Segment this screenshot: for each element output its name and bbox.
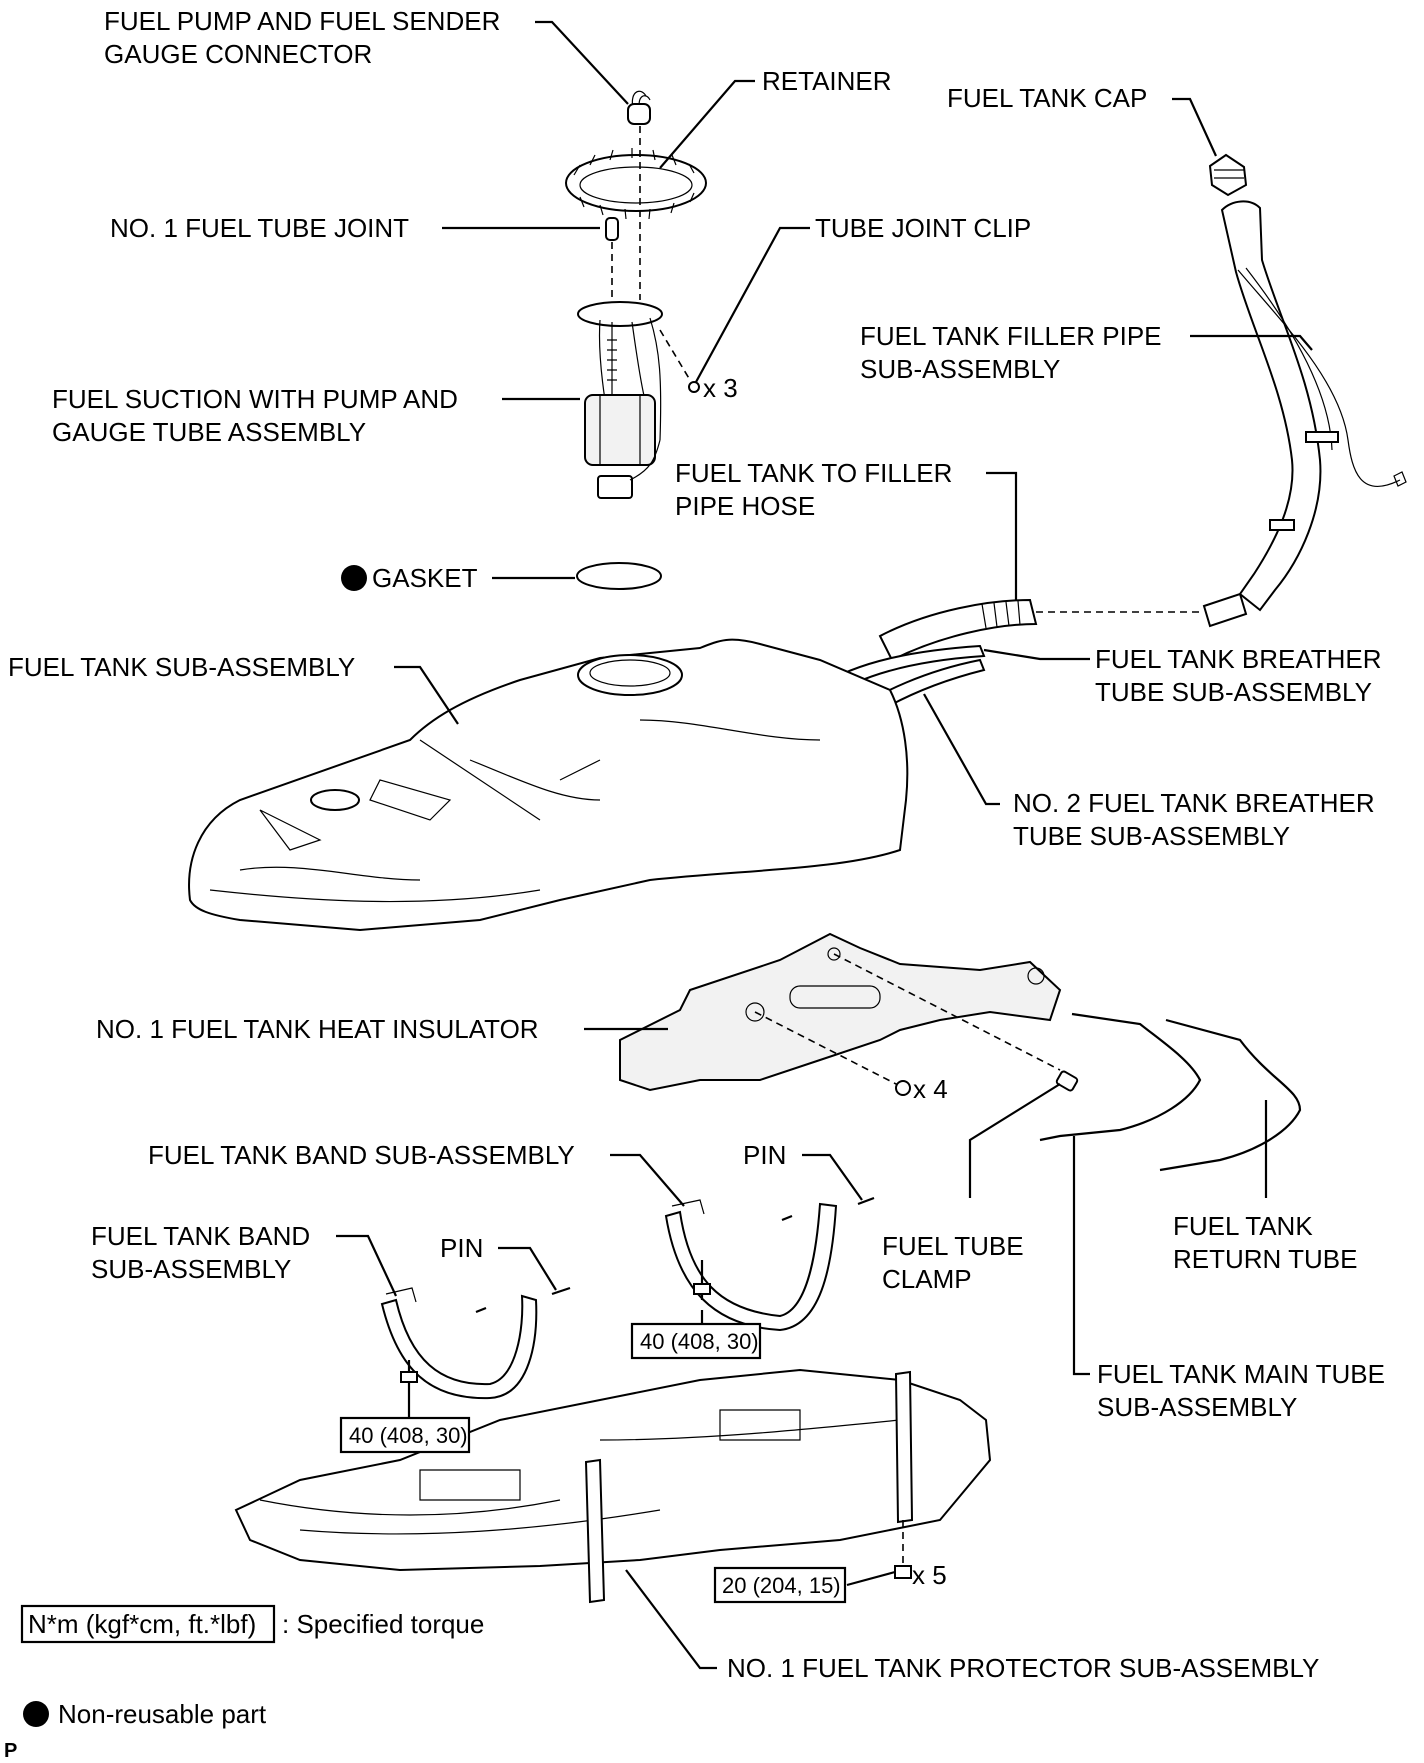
- fuel-tank-protector-part: [234, 1368, 992, 1604]
- label-band-upper: FUEL TANK BAND SUB-ASSEMBLY: [148, 1140, 575, 1170]
- label-fuel-tank: FUEL TANK SUB-ASSEMBLY: [8, 652, 355, 682]
- label-fuel-tube-clamp-1: FUEL TUBE: [882, 1231, 1024, 1261]
- label-fuel-tank-cap: FUEL TANK CAP: [947, 83, 1147, 113]
- fuel-tube-clamp-part: [1055, 1070, 1079, 1092]
- legend-torque-text: : Specified torque: [282, 1609, 484, 1639]
- fuel-tank-part: [188, 638, 909, 932]
- label-fuel-tube-clamp-2: CLAMP: [882, 1264, 972, 1294]
- assembly-line-insulator-1: [754, 1011, 901, 1087]
- label-heat-insulator: NO. 1 FUEL TANK HEAT INSULATOR: [96, 1014, 539, 1044]
- label-fuel-pump-connector-2: GAUGE CONNECTOR: [104, 39, 372, 69]
- band-bolt-upper: [693, 1260, 711, 1300]
- fuel-tank-band-upper-part: [664, 1199, 838, 1332]
- label-no2-breather-tube-1: NO. 2 FUEL TANK BREATHER: [1013, 788, 1375, 818]
- torque-box-band-right: 40 (408, 30): [630, 1322, 762, 1360]
- label-return-tube-1: FUEL TANK: [1173, 1211, 1313, 1241]
- label-pin-lower: PIN: [440, 1233, 483, 1263]
- leader-lines: [336, 20, 1313, 1670]
- label-breather-tube-1: FUEL TANK BREATHER: [1095, 644, 1382, 674]
- label-pin-upper: PIN: [743, 1140, 786, 1170]
- fuel-return-tube-part: [1159, 1018, 1302, 1172]
- tube-joint-clip-part: [688, 381, 700, 393]
- label-gasket: GASKET: [372, 563, 478, 593]
- label-band-lower-1: FUEL TANK BAND: [91, 1221, 310, 1251]
- label-filler-hose-2: PIPE HOSE: [675, 491, 815, 521]
- legend-non-reusable-text: Non-reusable part: [58, 1699, 267, 1729]
- no1-fuel-tube-joint-part: [605, 217, 619, 241]
- label-tube-joint-clip-qty: x 3: [703, 373, 738, 403]
- assembly-line-clip: [659, 329, 691, 381]
- corner-mark: P: [4, 1740, 17, 1762]
- label-fuel-suction-2: GAUGE TUBE ASSEMBLY: [52, 417, 366, 447]
- filler-hose-part: [878, 598, 1038, 662]
- label-filler-pipe-2: SUB-ASSEMBLY: [860, 354, 1060, 384]
- band-bolt-lower: [400, 1360, 418, 1410]
- pin-upper-part: [857, 1196, 875, 1206]
- label-main-tube-1: FUEL TANK MAIN TUBE: [1097, 1359, 1385, 1389]
- label-fuel-suction-1: FUEL SUCTION WITH PUMP AND: [52, 384, 458, 414]
- svg-text:20 (204, 15): 20 (204, 15): [722, 1573, 841, 1598]
- label-main-tube-2: SUB-ASSEMBLY: [1097, 1392, 1297, 1422]
- label-return-tube-2: RETURN TUBE: [1173, 1244, 1357, 1274]
- fuel-main-tube-part: [1039, 1012, 1202, 1142]
- label-fuel-pump-connector-1: FUEL PUMP AND FUEL SENDER: [104, 6, 500, 36]
- non-reusable-icon: [341, 565, 367, 591]
- heat-insulator-part: [619, 932, 1062, 1092]
- assembly-line-insulator-2: [833, 953, 1061, 1071]
- label-filler-hose-1: FUEL TANK TO FILLER: [675, 458, 952, 488]
- torque-box-protector: 20 (204, 15): [713, 1566, 847, 1604]
- fuel-pump-connector-part: [627, 90, 651, 125]
- legend-torque: N*m (kgf*cm, ft.*lbf) : Specified torque: [20, 1604, 484, 1644]
- label-filler-pipe-1: FUEL TANK FILLER PIPE: [860, 321, 1162, 351]
- non-reusable-legend-icon: [23, 1701, 49, 1727]
- torque-box-band-left: 40 (408, 30): [339, 1416, 471, 1454]
- retainer-part: [565, 148, 707, 220]
- label-no2-breather-tube-2: TUBE SUB-ASSEMBLY: [1013, 821, 1290, 851]
- label-band-lower-2: SUB-ASSEMBLY: [91, 1254, 291, 1284]
- legend-torque-box-text: N*m (kgf*cm, ft.*lbf): [28, 1609, 256, 1639]
- label-heat-insulator-qty: x 4: [913, 1074, 948, 1104]
- label-no1-fuel-tube-joint: NO. 1 FUEL TUBE JOINT: [110, 213, 409, 243]
- label-retainer: RETAINER: [762, 66, 892, 96]
- insulator-clip-part: [895, 1080, 911, 1096]
- svg-text:40 (408, 30): 40 (408, 30): [349, 1423, 468, 1448]
- gasket-part: [576, 562, 662, 590]
- pin-lower-part: [551, 1286, 571, 1296]
- legend-non-reusable: Non-reusable part: [23, 1699, 267, 1729]
- label-breather-tube-2: TUBE SUB-ASSEMBLY: [1095, 677, 1372, 707]
- svg-text:40 (408, 30): 40 (408, 30): [640, 1329, 759, 1354]
- fuel-tank-cap-part: [1208, 153, 1248, 197]
- pin-lower-left-part: [475, 1306, 487, 1314]
- filler-pipe-part: [1202, 200, 1407, 628]
- label-tube-joint-clip: TUBE JOINT CLIP: [815, 213, 1031, 243]
- fuel-suction-pump-part: [577, 301, 663, 499]
- label-protector: NO. 1 FUEL TANK PROTECTOR SUB-ASSEMBLY: [727, 1653, 1319, 1683]
- pin-upper-left-part: [781, 1214, 793, 1222]
- label-protector-bolt-qty: x 5: [912, 1560, 947, 1590]
